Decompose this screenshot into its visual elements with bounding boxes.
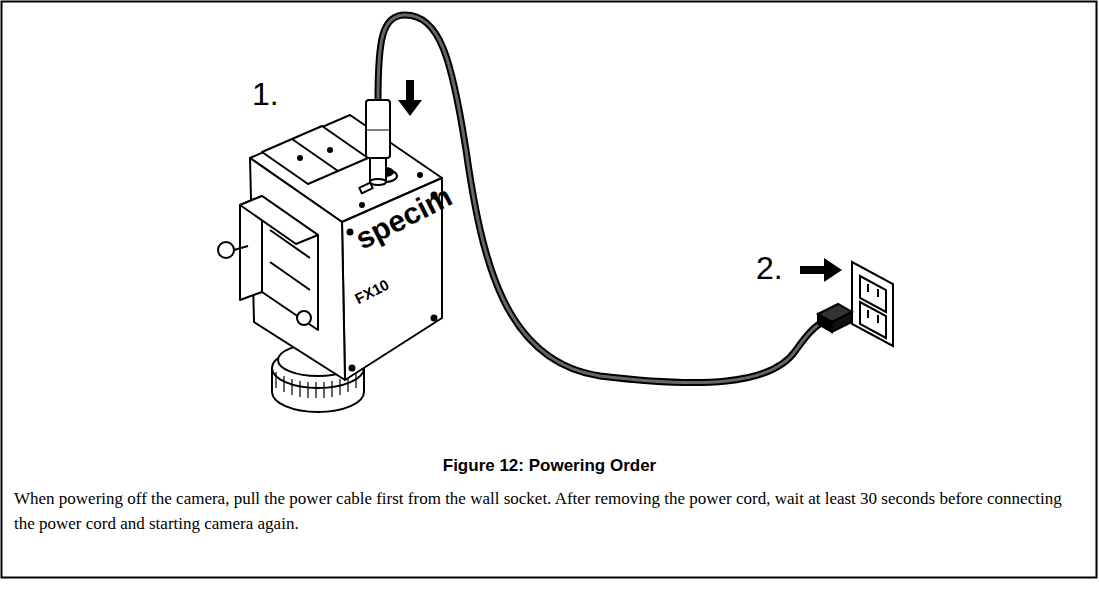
arrow-right bbox=[800, 258, 842, 282]
wall-plug bbox=[818, 304, 852, 332]
figure-caption: Figure 12: Powering Order bbox=[0, 456, 1099, 476]
wall-socket bbox=[852, 262, 893, 346]
note-text: When powering off the camera, pull the p… bbox=[14, 486, 1086, 536]
callout-number: 1. bbox=[252, 76, 279, 113]
power-plug-camera bbox=[366, 100, 390, 185]
frame bbox=[2, 2, 1097, 578]
callout-number: 2. bbox=[756, 250, 783, 287]
arrow-down bbox=[398, 80, 422, 116]
camera bbox=[218, 115, 442, 412]
